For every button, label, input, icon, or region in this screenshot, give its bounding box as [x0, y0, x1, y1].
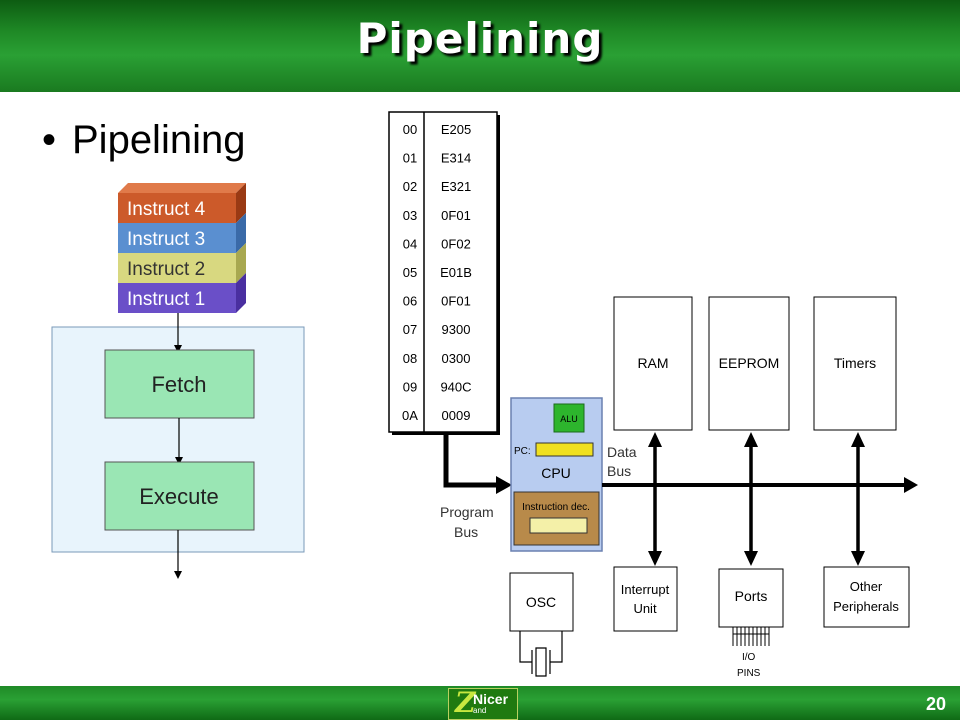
eeprom-label: EEPROM — [719, 355, 780, 371]
interrupt-unit-block: Interrupt Unit — [613, 566, 678, 632]
header-bar: Pipelining — [0, 0, 960, 92]
bus-connectors — [648, 432, 865, 566]
logo-word: Nicer — [473, 691, 509, 707]
memory-address: 01 — [403, 151, 417, 166]
osc-block: OSC — [509, 572, 574, 677]
program-bus-arrowhead — [496, 476, 512, 494]
memory-value: E314 — [441, 151, 471, 166]
crystal-icon — [519, 631, 563, 677]
instruction-4-label: Instruct 4 — [127, 199, 206, 220]
memory-address: 04 — [403, 236, 417, 251]
io-pins-label-2: PINS — [737, 668, 761, 679]
other-peripherals-label-2: Peripherals — [833, 599, 899, 614]
data-bus-arrowhead — [904, 477, 918, 493]
nicer-logo: Z Nicer and — [448, 686, 518, 720]
memory-address: 03 — [403, 208, 417, 223]
other-peripherals-label-1: Other — [850, 579, 883, 594]
eeprom-block: EEPROM — [708, 296, 790, 431]
page-number: 20 — [925, 694, 946, 714]
ports-block: Ports I/O PINS — [718, 568, 784, 679]
logo-letter: Z — [455, 686, 476, 719]
decoder-label: Instruction dec. — [522, 502, 590, 513]
program-bus-line — [443, 432, 498, 488]
program-bus-label-1: Program — [440, 504, 494, 520]
instruction-1-label: Instruct 1 — [127, 289, 205, 310]
memory-address: 02 — [403, 179, 417, 194]
instruction-3: Instruct 3 — [118, 213, 246, 253]
instruction-2-label: Instruct 2 — [127, 259, 205, 280]
timers-block: Timers — [813, 296, 897, 431]
memory-address: 05 — [403, 265, 417, 280]
fetch-stage — [104, 349, 255, 419]
memory-value: 0300 — [442, 351, 471, 366]
execute-label: Execute — [139, 484, 219, 509]
ram-block: RAM — [613, 296, 693, 431]
memory-rows: 00 E205 01 E314 02 E321 03 0F01 04 0F02 05 E01B 06 0F… — [402, 122, 472, 423]
io-pins-icon — [732, 627, 770, 646]
program-bus-label-2: Bus — [454, 524, 478, 540]
memory-value: 0009 — [442, 408, 471, 423]
ports-label: Ports — [735, 588, 768, 604]
interrupt-label-2: Unit — [633, 601, 657, 616]
memory-value: E01B — [440, 265, 472, 280]
footer-bar: Z Nicer and 20 — [0, 686, 960, 720]
memory-address: 06 — [403, 294, 417, 309]
memory-value: 0F01 — [441, 294, 471, 309]
io-pins-label-1: I/O — [742, 652, 756, 663]
memory-value: 9300 — [442, 322, 471, 337]
alu-box — [553, 403, 585, 433]
pc-label: PC: — [514, 446, 531, 457]
decoder-register — [529, 517, 588, 534]
data-bus-label-2: Bus — [607, 463, 631, 479]
memory-value: E205 — [441, 122, 471, 137]
pc-register — [535, 442, 594, 457]
cpu-label: CPU — [541, 465, 571, 481]
memory-value: 940C — [440, 379, 471, 394]
instruction-4: Instruct 4 — [118, 183, 246, 223]
memory-value: E321 — [441, 179, 471, 194]
instruction-stack: Instruct 4 Instruct 3 Instruct 2 Instruc… — [118, 183, 246, 313]
bullet-text: Pipelining — [72, 118, 246, 162]
memory-address: 00 — [403, 122, 417, 137]
memory-address: 08 — [403, 351, 417, 366]
memory-value: 0F02 — [441, 236, 471, 251]
bullet-dot: • — [42, 118, 57, 162]
instruction-3-label: Instruct 3 — [127, 229, 205, 250]
interrupt-label-1: Interrupt — [621, 582, 670, 597]
instruction-2: Instruct 2 — [118, 243, 246, 283]
memory-value: 0F01 — [441, 208, 471, 223]
memory-address: 07 — [403, 322, 417, 337]
timers-label: Timers — [834, 355, 876, 371]
memory-address: 09 — [403, 379, 417, 394]
slide-title: Pipelining — [356, 14, 604, 63]
other-peripherals-block: Other Peripherals — [823, 566, 910, 628]
cpu-block: ALU PC: CPU Instruction dec. — [510, 397, 603, 552]
program-memory: 00 E205 01 E314 02 E321 03 0F01 04 0F02 05 E01B 06 0F… — [388, 111, 500, 435]
osc-label: OSC — [526, 594, 556, 610]
memory-address: 0A — [402, 408, 418, 423]
alu-label: ALU — [560, 414, 578, 424]
fetch-label: Fetch — [151, 372, 206, 397]
bullet-item: • Pipelining — [42, 118, 245, 163]
ram-label: RAM — [637, 355, 668, 371]
execute-stage — [104, 461, 255, 531]
logo-small: and — [473, 706, 487, 715]
data-bus-label-1: Data — [607, 444, 637, 460]
instruction-1: Instruct 1 — [118, 273, 246, 313]
